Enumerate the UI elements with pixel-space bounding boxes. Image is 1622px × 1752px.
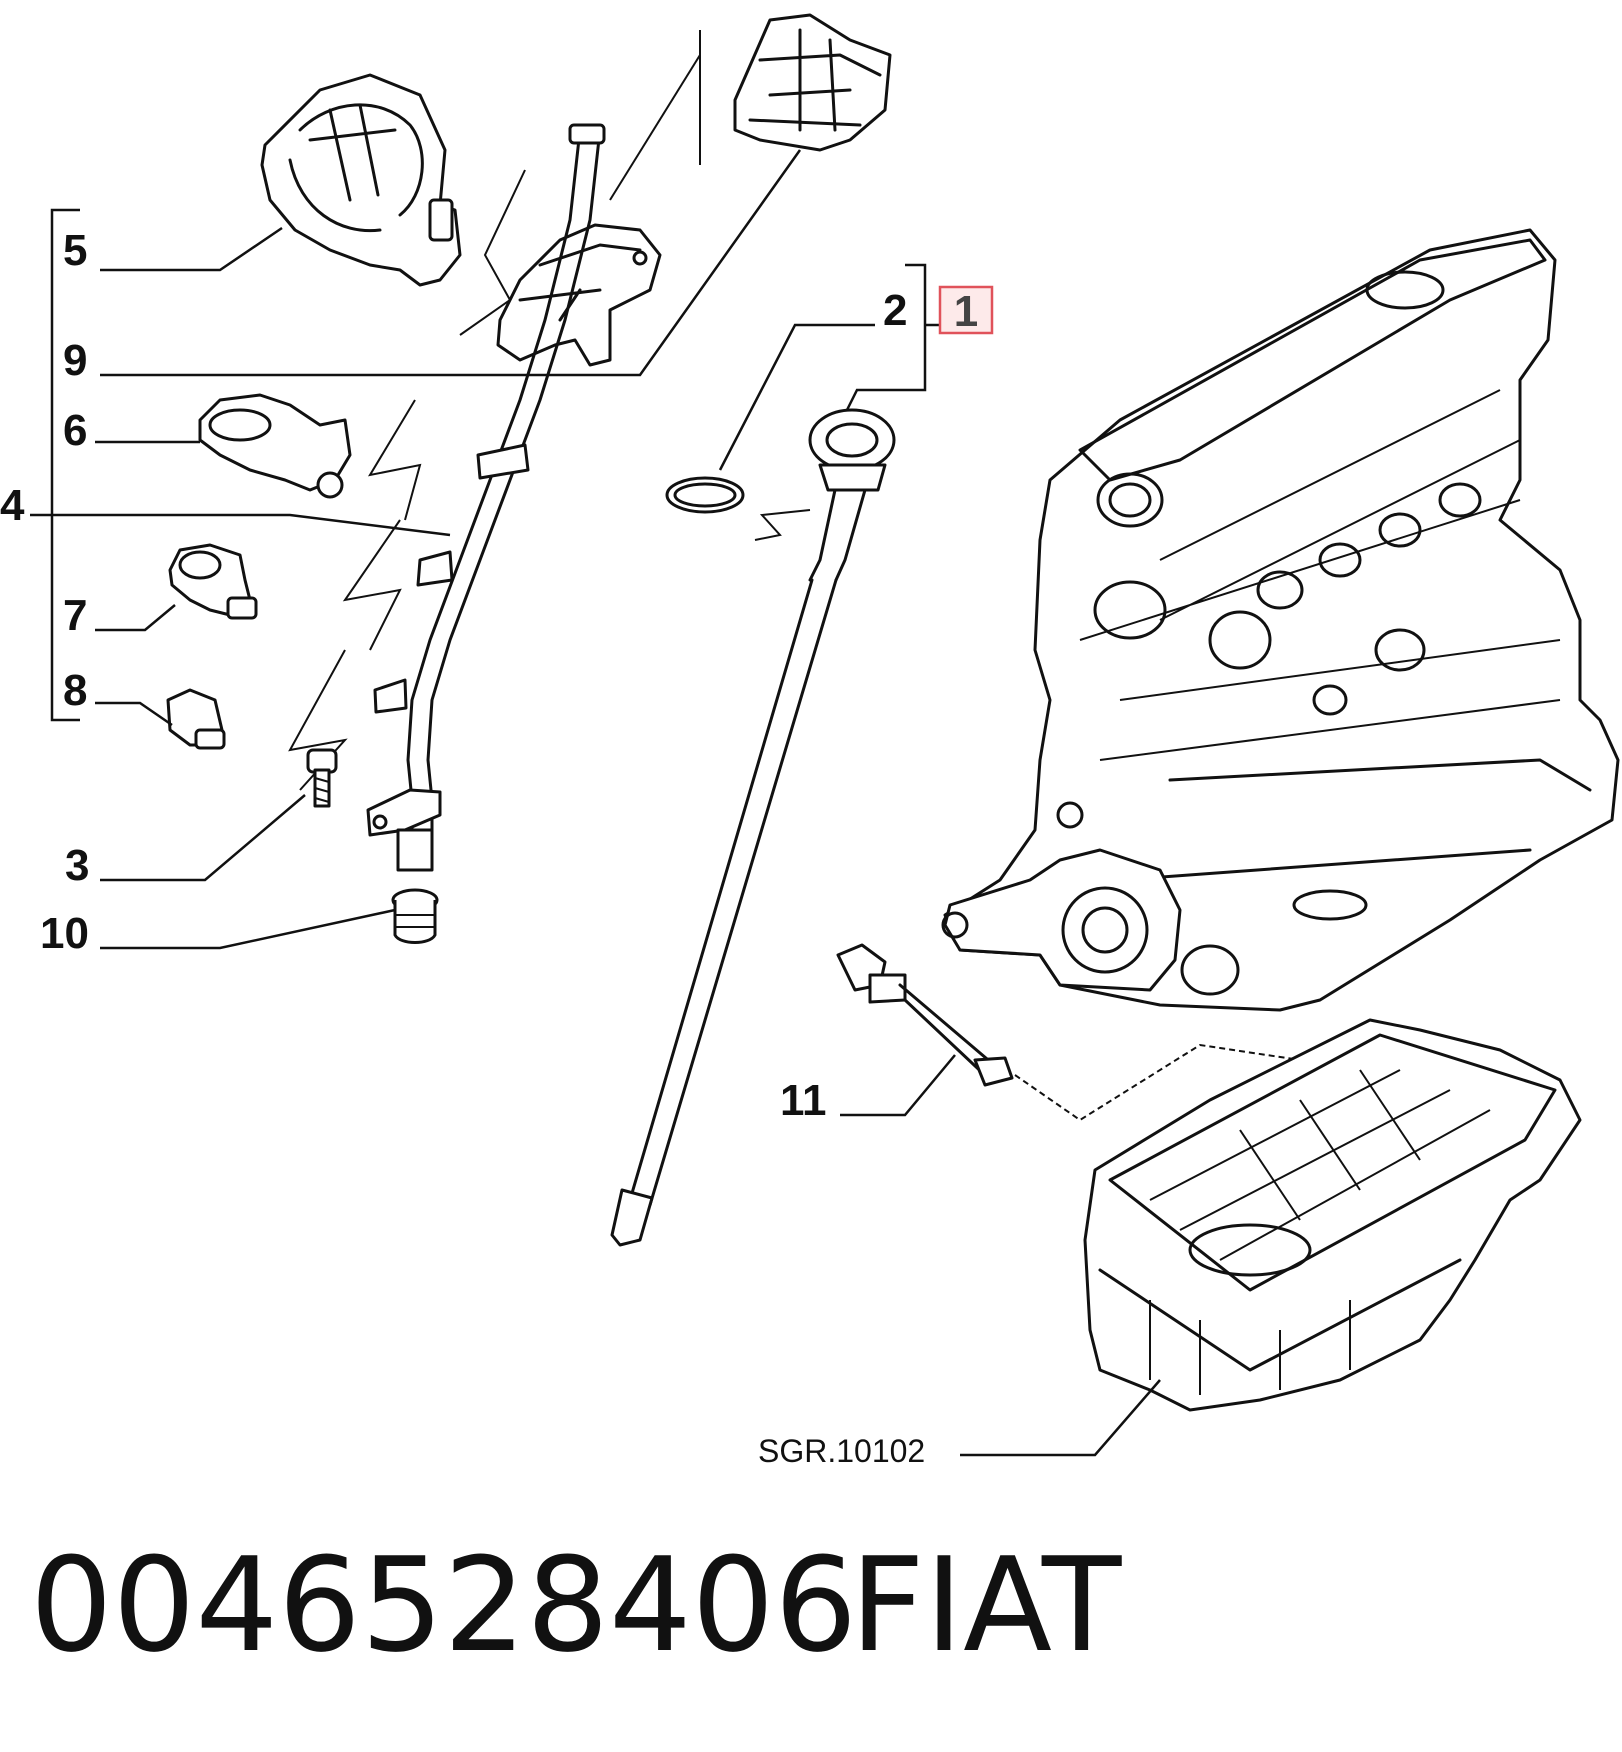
highlight-box (938, 285, 994, 335)
engine-block (941, 228, 1620, 1012)
label-11: 11 (780, 1076, 827, 1125)
leader-lines (30, 149, 1161, 1457)
label-1: 1 (954, 287, 978, 336)
part-2-o-ring (665, 476, 745, 514)
part-6-clamp (198, 393, 352, 499)
label-3: 3 (65, 841, 89, 890)
oil-pan (1083, 1018, 1582, 1412)
part-7-clamp (168, 543, 258, 620)
label-5: 5 (63, 226, 87, 275)
footer: 0046528406 FIAT (30, 1529, 1122, 1681)
part-5-housing (260, 73, 462, 287)
label-2: 2 (883, 286, 907, 335)
part-number: 0046528406 (30, 1529, 857, 1681)
part-1-dipstick (610, 408, 896, 1247)
upper-bracket (733, 13, 892, 152)
label-6: 6 (63, 406, 87, 455)
part-3-bolt (306, 748, 338, 808)
callout-labels: 5 9 6 4 7 8 3 10 2 11 1 SGR.10102 (0, 226, 994, 1469)
part-9-tube-head (496, 223, 662, 367)
reference-code: SGR.10102 (758, 1433, 925, 1469)
brand-name: FIAT (850, 1529, 1122, 1681)
label-10: 10 (40, 909, 89, 958)
zigzag-marks (288, 30, 701, 791)
label-7: 7 (63, 591, 87, 640)
label-8: 8 (63, 666, 87, 715)
part-8-clip (166, 688, 226, 750)
label-9: 9 (63, 336, 87, 385)
part-4-dipstick-tube (366, 123, 606, 872)
part-10-grommet (391, 888, 439, 944)
label-4: 4 (0, 481, 25, 530)
part-11-sensor (836, 943, 1301, 1122)
